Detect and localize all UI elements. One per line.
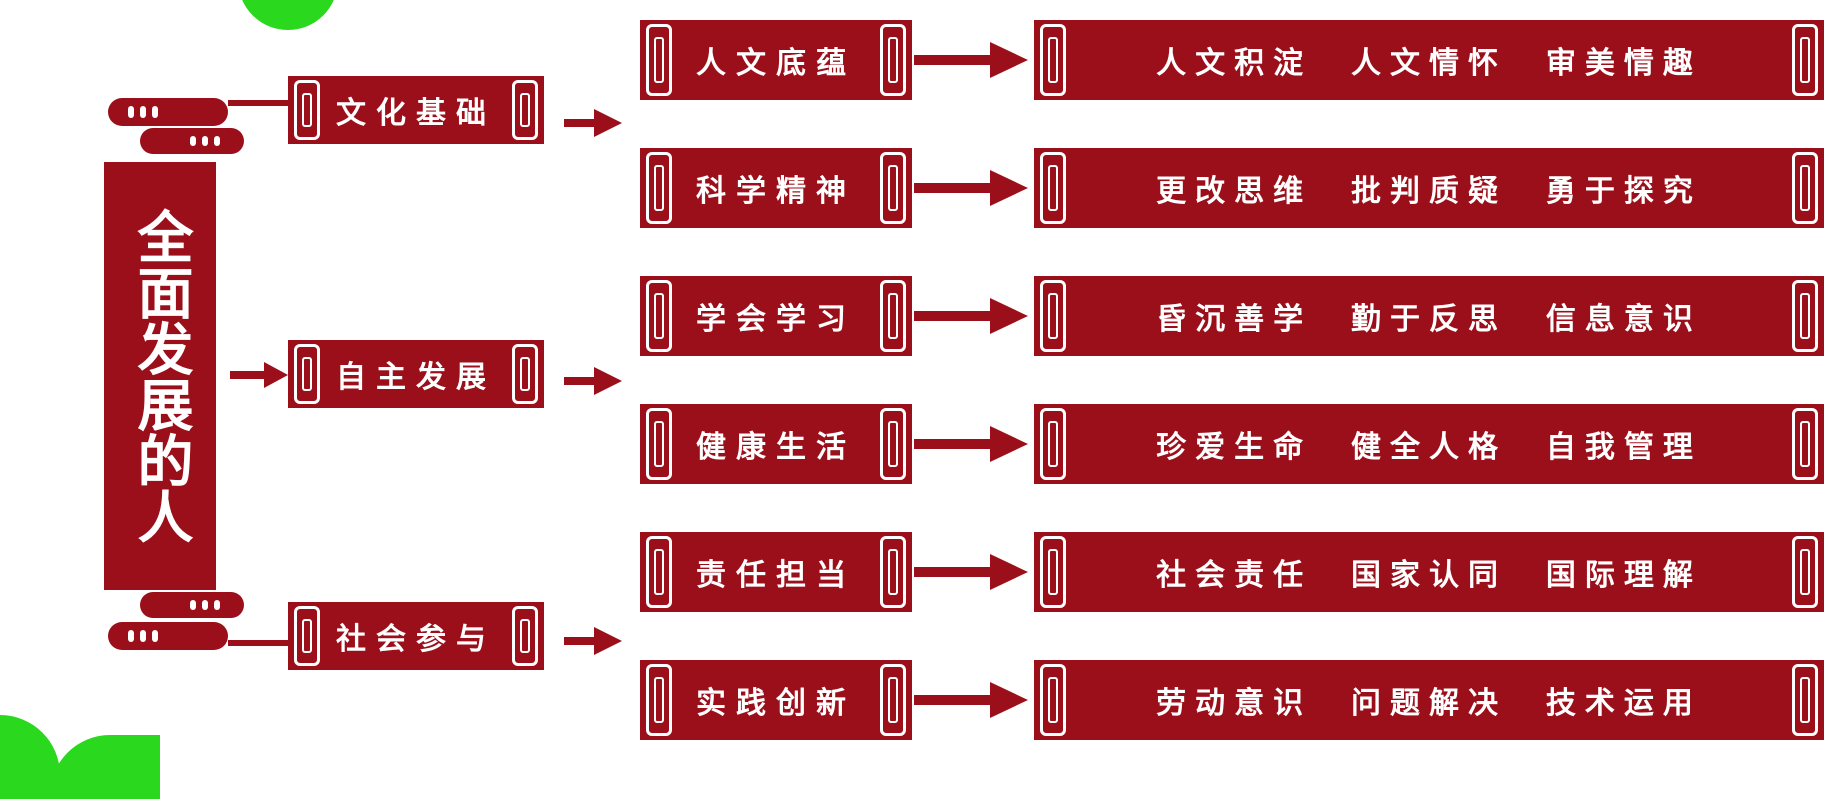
scroll-bottom-roll — [140, 592, 244, 618]
ornament-icon — [1040, 152, 1066, 224]
arrow-quality-4 — [914, 426, 1028, 462]
ornament-icon — [880, 408, 906, 480]
points-banner-5: 社会责任 国家认同 国际理解 — [1034, 532, 1824, 612]
arrow-quality-6 — [914, 682, 1028, 718]
points-text: 更改思维 批判质疑 勇于探究 — [1156, 174, 1702, 209]
leaf-decoration-top — [238, 0, 338, 30]
ornament-icon — [880, 152, 906, 224]
ornament-icon — [646, 536, 672, 608]
quality-label: 科学精神 — [696, 174, 856, 209]
scroll-top-roll — [108, 98, 228, 126]
quality-banner-3: 学会学习 — [640, 276, 912, 356]
ornament-icon — [646, 24, 672, 96]
center-title: 全面发展的人 — [104, 162, 216, 590]
arrow-to-domain-2 — [230, 362, 288, 388]
ornament-icon — [1792, 152, 1818, 224]
arrow-quality-1 — [914, 42, 1028, 78]
connector-line-bottom — [228, 640, 288, 646]
domain-banner-1: 文化基础 — [288, 76, 544, 144]
domain-label: 社会参与 — [336, 622, 496, 657]
ornament-icon — [880, 536, 906, 608]
ornament-icon — [512, 80, 538, 140]
ornament-icon — [880, 24, 906, 96]
ornament-icon — [1040, 664, 1066, 736]
quality-banner-6: 实践创新 — [640, 660, 912, 740]
ornament-icon — [1040, 280, 1066, 352]
ornament-icon — [294, 344, 320, 404]
arrow-domain-3 — [564, 627, 622, 655]
ornament-icon — [1040, 536, 1066, 608]
points-banner-1: 人文积淀 人文情怀 审美情趣 — [1034, 20, 1824, 100]
ornament-icon — [1040, 24, 1066, 96]
ornament-icon — [1792, 536, 1818, 608]
domain-label: 文化基础 — [336, 96, 496, 131]
ornament-icon — [512, 606, 538, 666]
domain-banner-3: 社会参与 — [288, 602, 544, 670]
quality-banner-5: 责任担当 — [640, 532, 912, 612]
points-text: 社会责任 国家认同 国际理解 — [1156, 558, 1702, 593]
connector-line-top — [228, 100, 288, 106]
quality-banner-1: 人文底蕴 — [640, 20, 912, 100]
domain-label: 自主发展 — [336, 360, 496, 395]
ornament-icon — [1792, 280, 1818, 352]
arrow-domain-2 — [564, 367, 622, 395]
scroll-bottom-roll-2 — [108, 622, 228, 650]
ornament-icon — [294, 606, 320, 666]
points-text: 昏沉善学 勤于反思 信息意识 — [1156, 302, 1702, 337]
points-banner-3: 昏沉善学 勤于反思 信息意识 — [1034, 276, 1824, 356]
points-text: 劳动意识 问题解决 技术运用 — [1156, 686, 1702, 721]
arrow-quality-3 — [914, 298, 1028, 334]
points-text: 人文积淀 人文情怀 审美情趣 — [1156, 46, 1702, 81]
points-text: 珍爱生命 健全人格 自我管理 — [1156, 430, 1702, 465]
points-banner-4: 珍爱生命 健全人格 自我管理 — [1034, 404, 1824, 484]
ornament-icon — [646, 664, 672, 736]
ornament-icon — [646, 408, 672, 480]
quality-banner-4: 健康生活 — [640, 404, 912, 484]
quality-label: 实践创新 — [696, 686, 856, 721]
ornament-icon — [646, 280, 672, 352]
arrow-domain-1 — [564, 109, 622, 137]
ornament-icon — [880, 664, 906, 736]
quality-banner-2: 科学精神 — [640, 148, 912, 228]
domain-banner-2: 自主发展 — [288, 340, 544, 408]
ornament-icon — [512, 344, 538, 404]
ornament-icon — [1792, 664, 1818, 736]
points-banner-2: 更改思维 批判质疑 勇于探究 — [1034, 148, 1824, 228]
quality-label: 人文底蕴 — [696, 46, 856, 81]
quality-label: 责任担当 — [696, 558, 856, 593]
arrow-quality-5 — [914, 554, 1028, 590]
ornament-icon — [880, 280, 906, 352]
arrow-quality-2 — [914, 170, 1028, 206]
points-banner-6: 劳动意识 问题解决 技术运用 — [1034, 660, 1824, 740]
ornament-icon — [646, 152, 672, 224]
ornament-icon — [1040, 408, 1066, 480]
ornament-icon — [294, 80, 320, 140]
ornament-icon — [1792, 408, 1818, 480]
ornament-icon — [1792, 24, 1818, 96]
quality-label: 健康生活 — [696, 430, 856, 465]
scroll-top-roll-2 — [140, 128, 244, 154]
leaf-decoration-bottom-right — [50, 735, 160, 799]
quality-label: 学会学习 — [696, 302, 856, 337]
